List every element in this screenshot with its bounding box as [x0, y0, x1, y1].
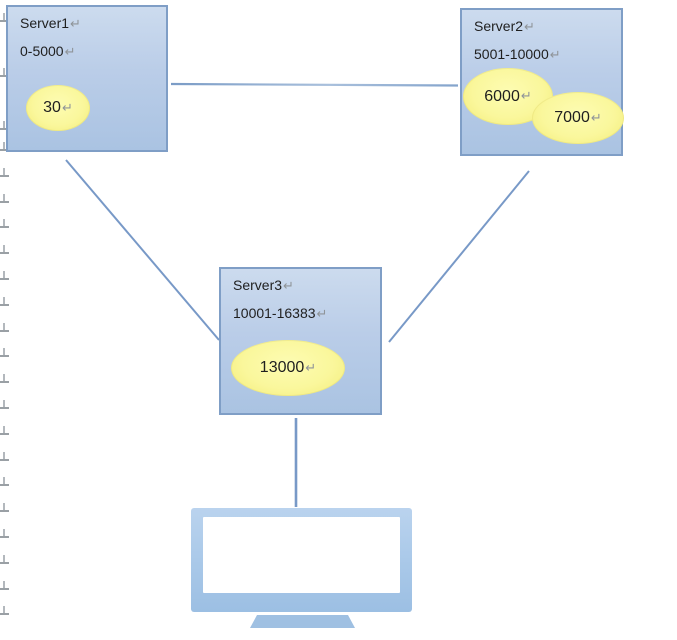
server2-title: Server2	[474, 18, 524, 34]
paragraph-mark-icon	[0, 142, 9, 151]
paragraph-mark-icon	[0, 477, 9, 486]
paragraph-mark-icon: ↵	[305, 360, 317, 376]
paragraph-mark-icon	[0, 503, 9, 512]
paragraph-mark-icon: ↵	[64, 45, 76, 60]
connector-server1-server3[interactable]	[65, 159, 220, 341]
client-monitor-icon[interactable]	[191, 508, 412, 612]
paragraph-mark-icon: ↵	[70, 17, 81, 32]
paragraph-mark-icon	[0, 555, 9, 564]
server1-title: Server1	[20, 15, 70, 31]
connector-server1-server2[interactable]	[170, 82, 459, 87]
server2-range-line: 5001-10000↵	[474, 41, 621, 69]
paragraph-mark-icon: ↵	[283, 279, 294, 294]
paragraph-mark-icon	[0, 400, 9, 409]
slot-value: 30	[43, 99, 61, 116]
paragraph-mark-icon	[0, 426, 9, 435]
paragraph-mark-icon	[0, 219, 9, 228]
paragraph-mark-icon	[0, 348, 9, 357]
server2-title-line: Server2↵	[474, 13, 621, 41]
paragraph-mark-icon: ↵	[316, 307, 328, 322]
paragraph-mark-icon: ↵	[524, 20, 535, 35]
slot-value: 13000	[259, 359, 305, 376]
paragraph-mark-icon: ↵	[590, 110, 602, 126]
paragraph-mark-icon	[0, 297, 9, 306]
paragraph-mark-icon	[0, 121, 9, 130]
paragraph-mark-icon	[0, 245, 9, 254]
server1-slot-range: 0-5000	[20, 43, 64, 59]
slot-value: 6000	[484, 87, 520, 105]
paragraph-mark-icon: ↵	[61, 100, 73, 116]
server2-slot-range: 5001-10000	[474, 46, 549, 62]
server1-title-line: Server1↵	[20, 10, 166, 38]
monitor-stand	[250, 615, 355, 628]
paragraph-mark-icon	[0, 581, 9, 590]
paragraph-mark-icon	[0, 374, 9, 383]
paragraph-mark-icon	[0, 68, 9, 77]
monitor-screen	[203, 517, 400, 593]
server2-slot-ellipse-7000[interactable]: 7000↵	[532, 92, 624, 144]
paragraph-mark-icon	[0, 323, 9, 332]
paragraph-mark-icon	[0, 529, 9, 538]
paragraph-mark-icon	[0, 452, 9, 461]
paragraph-mark-icon: ↵	[520, 89, 532, 104]
slot-value: 7000	[554, 109, 590, 126]
connector-server2-server3[interactable]	[388, 170, 530, 343]
server3-slot-range: 10001-16383	[233, 305, 316, 321]
server1-range-line: 0-5000↵	[20, 38, 166, 66]
paragraph-mark-icon: ↵	[549, 48, 561, 63]
server3-slot-ellipse[interactable]: 13000↵	[231, 340, 345, 396]
server1-slot-ellipse[interactable]: 30↵	[26, 85, 90, 131]
server3-range-line: 10001-16383↵	[233, 300, 380, 328]
paragraph-mark-icon	[0, 194, 9, 203]
server1-box[interactable]: Server1↵ 0-5000↵	[6, 5, 168, 152]
paragraph-mark-icon	[0, 168, 9, 177]
paragraph-mark-icon	[0, 606, 9, 615]
server3-title: Server3	[233, 277, 283, 293]
paragraph-mark-icon	[0, 271, 9, 280]
paragraph-mark-icon	[0, 13, 9, 22]
server3-title-line: Server3↵	[233, 272, 380, 300]
